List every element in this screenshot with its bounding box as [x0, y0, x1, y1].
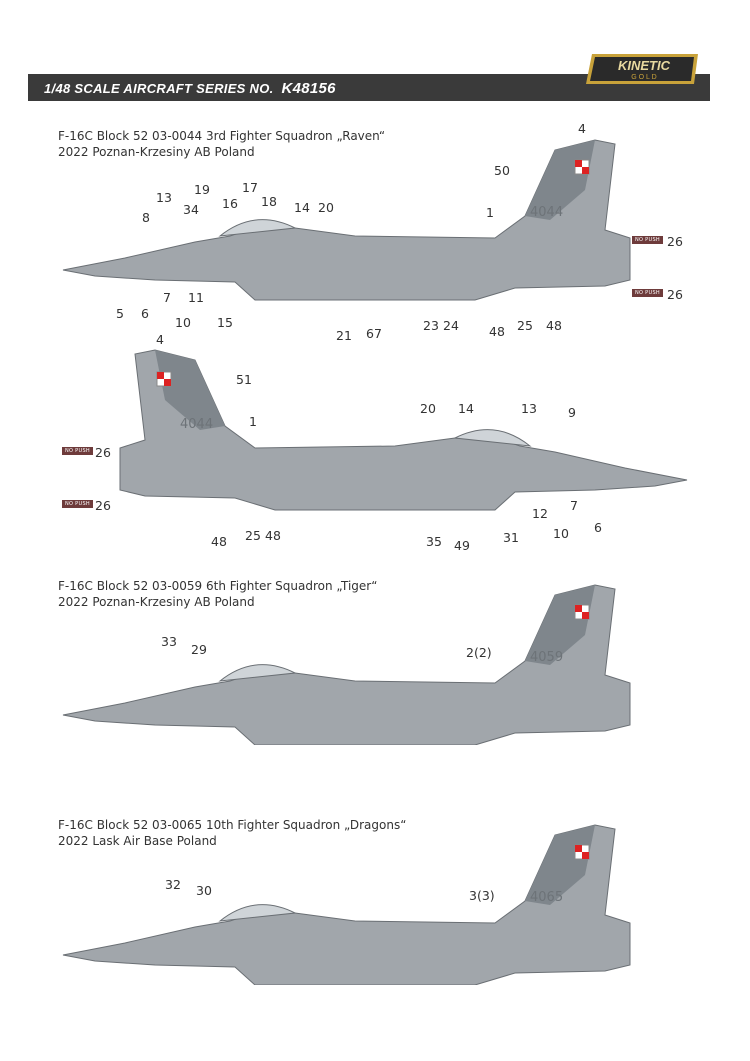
- callout: 9: [568, 405, 576, 420]
- caption-aircraft-1: F-16C Block 52 03-0044 3rd Fighter Squad…: [58, 128, 385, 160]
- kinetic-gold-logo: KINETIC G O L D: [586, 54, 698, 84]
- callout: 48: [265, 528, 281, 543]
- caption-aircraft-3: F-16C Block 52 03-0065 10th Fighter Squa…: [58, 817, 406, 849]
- callout: 1: [249, 414, 257, 429]
- callout: 10: [175, 315, 191, 330]
- aircraft-profile-2: 4059: [62, 584, 631, 745]
- logo-sub: G O L D: [631, 74, 656, 81]
- callout: 35: [426, 534, 442, 549]
- callout: 4: [578, 121, 586, 136]
- tail-number: 4044: [530, 205, 563, 220]
- aircraft-profile-1: 4044: [62, 139, 631, 301]
- no-push-tag: NO PUSH: [632, 289, 663, 297]
- callout: 26: [95, 498, 111, 513]
- callout: 5: [116, 306, 124, 321]
- tail-number: 4059: [530, 650, 563, 665]
- callout: 20: [318, 200, 334, 215]
- callout: 4: [156, 332, 164, 347]
- tail-number-right: 4044: [180, 417, 213, 432]
- aircraft-profile-3: 4065: [62, 824, 631, 985]
- callout: 12: [532, 506, 548, 521]
- callout: 8: [142, 210, 150, 225]
- callout: 31: [503, 530, 519, 545]
- callout: 51: [236, 372, 252, 387]
- callout: 20: [420, 401, 436, 416]
- no-push-tag: NO PUSH: [632, 236, 663, 244]
- callout: 48: [546, 318, 562, 333]
- callout: 30: [196, 883, 212, 898]
- caption-title: F-16C Block 52 03-0044 3rd Fighter Squad…: [58, 129, 386, 143]
- callout: 16: [222, 196, 238, 211]
- no-push-tag: NO PUSH: [62, 500, 93, 508]
- callout: 29: [191, 642, 207, 657]
- callout: 21: [336, 328, 352, 343]
- caption-subtitle: 2022 Lask Air Base Poland: [58, 834, 217, 848]
- callout: 24: [443, 318, 459, 333]
- callout: 7: [570, 498, 578, 513]
- caption-title: F-16C Block 52 03-0065 10th Fighter Squa…: [58, 818, 407, 832]
- callout: 1: [486, 205, 494, 220]
- callout: 2(2): [466, 645, 492, 660]
- callout: 34: [183, 202, 199, 217]
- callout: 32: [165, 877, 181, 892]
- callout: 13: [521, 401, 537, 416]
- series-label: 1/48 SCALE AIRCRAFT SERIES NO.: [44, 81, 274, 96]
- caption-title: F-16C Block 52 03-0059 6th Fighter Squad…: [58, 579, 378, 593]
- callout: 6: [141, 306, 149, 321]
- callout: 17: [242, 180, 258, 195]
- caption-subtitle: 2022 Poznan-Krzesiny AB Poland: [58, 595, 255, 609]
- callout: 48: [489, 324, 505, 339]
- callout: 7: [163, 290, 171, 305]
- callout: 26: [95, 445, 111, 460]
- callout: 23: [423, 318, 439, 333]
- logo-brand: KINETIC: [618, 58, 671, 73]
- series-code: K48156: [281, 80, 336, 97]
- callout: 14: [294, 200, 310, 215]
- callout: 3(3): [469, 888, 495, 903]
- callout: 25: [245, 528, 261, 543]
- aircraft-profile-1-right: 4044: [119, 349, 688, 511]
- callout: 13: [156, 190, 172, 205]
- callout: 10: [553, 526, 569, 541]
- callout: 14: [458, 401, 474, 416]
- callout: 26: [667, 234, 683, 249]
- callout: 33: [161, 634, 177, 649]
- tail-number: 4065: [530, 890, 563, 905]
- callout: 26: [667, 287, 683, 302]
- callout: 25: [517, 318, 533, 333]
- caption-subtitle: 2022 Poznan-Krzesiny AB Poland: [58, 145, 255, 159]
- callout: 15: [217, 315, 233, 330]
- callout: 11: [188, 290, 204, 305]
- callout: 18: [261, 194, 277, 209]
- caption-aircraft-2: F-16C Block 52 03-0059 6th Fighter Squad…: [58, 578, 377, 610]
- callout: 50: [494, 163, 510, 178]
- no-push-tag: NO PUSH: [62, 447, 93, 455]
- callout: 19: [194, 182, 210, 197]
- callout: 6: [594, 520, 602, 535]
- callout: 48: [211, 534, 227, 549]
- callout: 67: [366, 326, 382, 341]
- series-title: 1/48 SCALE AIRCRAFT SERIES NO. K48156: [44, 80, 336, 97]
- callout: 49: [454, 538, 470, 553]
